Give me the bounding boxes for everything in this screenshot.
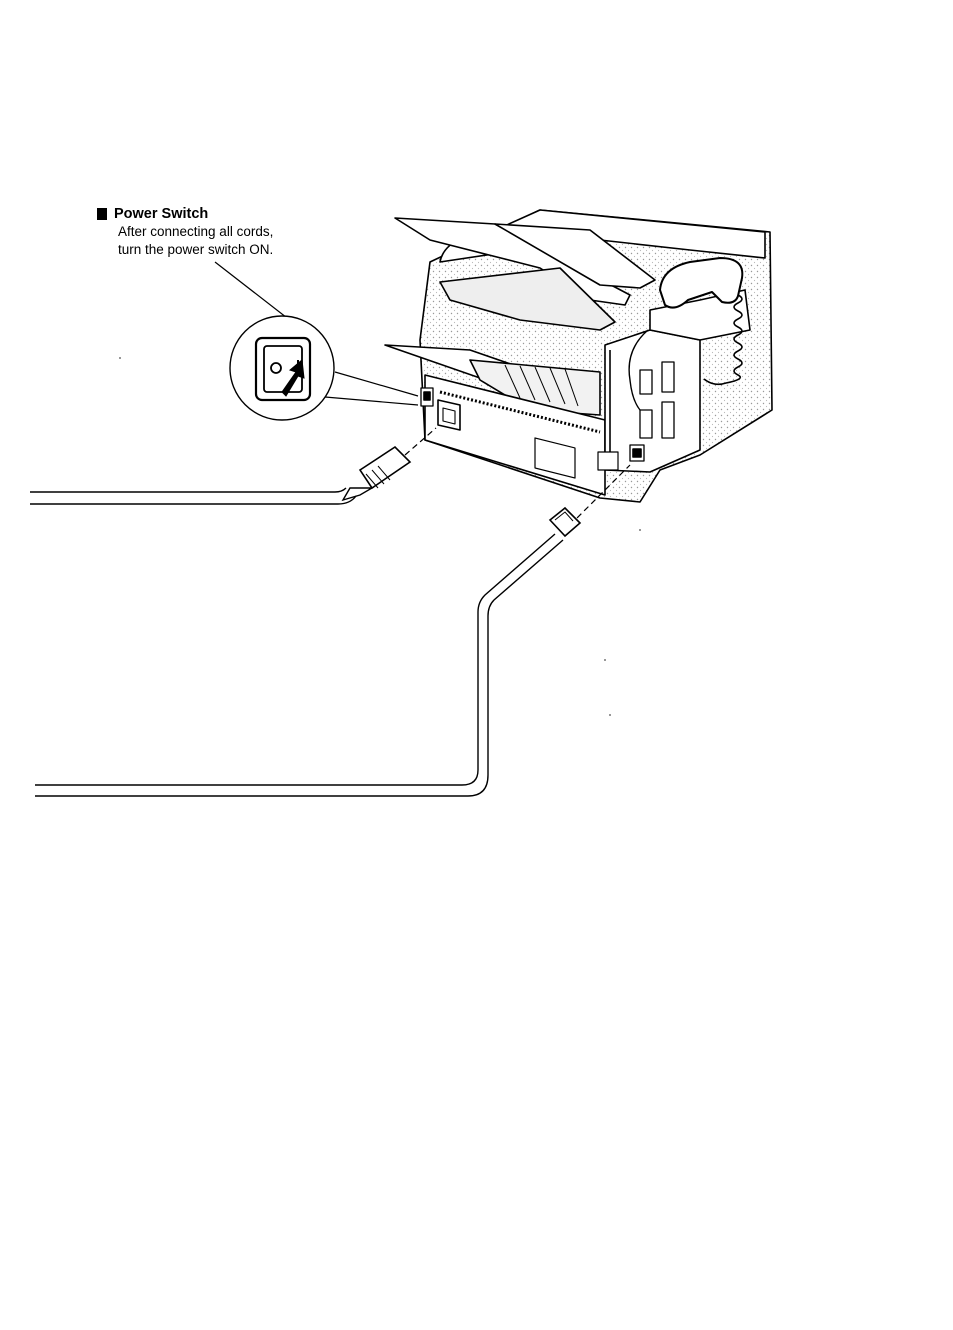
power-cord [30,428,436,504]
jack-slot-1 [640,370,652,394]
jack-slot-4 [662,402,674,438]
callout-heading: Power Switch [97,205,337,223]
fax-machine [385,210,772,502]
square-bullet-icon [97,208,107,220]
jack-slot-3 [640,410,652,438]
callout-line-1: After connecting all cords, [118,223,337,241]
off-symbol [271,363,281,373]
ac-inlet [438,400,460,430]
callout-line-2: turn the power switch ON. [118,241,337,259]
line-cord-wire [35,534,555,785]
speck [119,357,121,359]
power-plug [360,447,410,488]
jack-slot-2 [662,362,674,392]
callout-title-text: Power Switch [114,205,208,223]
power-switch-callout: Power Switch After connecting all cords,… [97,205,337,259]
jack-cover [598,452,618,470]
speck [639,529,641,531]
power-switch-magnifier [215,262,418,420]
power-cord-wire [30,488,346,492]
speck [604,659,606,661]
magnifier-tangent-bottom [325,397,418,405]
magnifier-tangent-top [335,372,418,396]
telephone-line-cord [35,465,630,796]
side-jack-panel [605,330,700,472]
callout-body: After connecting all cords, turn the pow… [118,223,337,259]
speck [609,714,611,716]
